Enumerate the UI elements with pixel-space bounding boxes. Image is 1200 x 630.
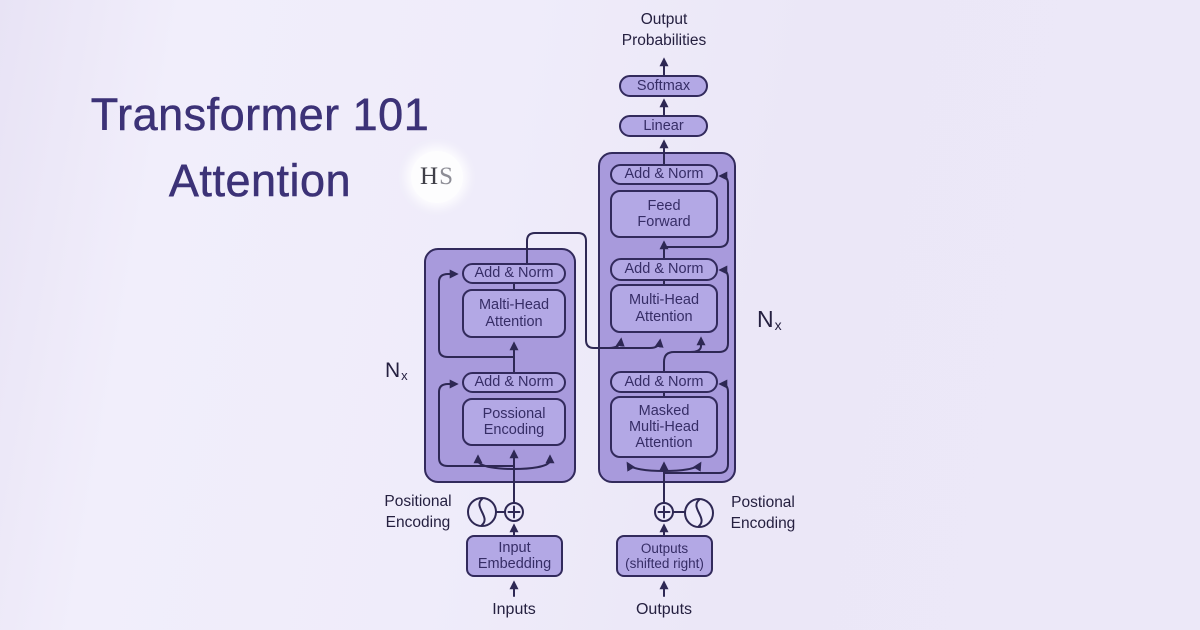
plus-icon — [657, 505, 671, 519]
input-embedding-label: Input Embedding — [477, 539, 552, 572]
positional-encoding-left-label: Positional Encoding — [384, 493, 452, 531]
multi-head-attention-label: Multi-Head Attention — [628, 292, 700, 325]
sine-wave-icon — [695, 499, 703, 527]
hs-logo: H S — [411, 151, 463, 203]
possional-encoding-label: Possional Encoding — [482, 405, 546, 438]
title-line-2: Attention — [168, 155, 352, 207]
outputs-label: Outputs — [635, 601, 693, 618]
decoder-masked-multi-head-attention: Masked Multi-Head Attention — [610, 396, 718, 458]
n-letter: N — [385, 359, 401, 382]
input-embedding-box: Input Embedding — [466, 535, 563, 577]
malti-head-attention-label: Malti-Head Attention — [478, 297, 550, 330]
nx-label-encoder: Nx — [385, 359, 408, 383]
decoder-feed-forward: Feed Forward — [610, 190, 718, 238]
encoder-malti-head-attention: Malti-Head Attention — [462, 289, 566, 338]
nx-label-decoder: Nx — [757, 306, 782, 333]
linear-box: Linear — [619, 115, 708, 137]
encoder-add-norm-top: Add & Norm — [462, 263, 566, 284]
plus-icon — [507, 505, 521, 519]
positional-encoding-symbol-left — [467, 497, 524, 527]
encoder-add-norm-bottom: Add & Norm — [462, 372, 566, 393]
decoder-multi-head-attention: Multi-Head Attention — [610, 284, 718, 333]
encoder-possional-encoding: Possional Encoding — [462, 398, 566, 446]
sine-wave-icon — [478, 498, 486, 526]
plus-circle-icon — [654, 502, 674, 522]
sine-circle-icon — [684, 498, 714, 528]
plus-circle-icon — [504, 502, 524, 522]
n-subscript: x — [401, 368, 408, 383]
masked-multi-head-attention-label: Masked Multi-Head Attention — [628, 402, 700, 452]
feed-forward-label: Feed Forward — [637, 197, 691, 230]
postional-encoding-right-label: Postional Encoding — [730, 494, 796, 532]
positional-encoding-symbol-right — [654, 498, 714, 528]
outputs-shifted-right-label: Outputs (shifted right) — [625, 540, 704, 571]
outputs-shifted-right-box: Outputs (shifted right) — [616, 535, 713, 577]
decoder-add-norm-bottom: Add & Norm — [610, 371, 718, 393]
logo-letter-h: H — [420, 163, 440, 190]
inputs-label: Inputs — [492, 601, 536, 618]
softmax-box: Softmax — [619, 75, 708, 97]
decoder-add-norm-mid: Add & Norm — [610, 258, 718, 281]
title-line-1: Transformer 101 — [90, 89, 430, 141]
n-letter: N — [757, 306, 774, 332]
output-probabilities-label: Output Probabilities — [621, 11, 707, 49]
decoder-add-norm-top: Add & Norm — [610, 164, 718, 185]
logo-letter-s: S — [439, 163, 454, 190]
sine-circle-icon — [467, 497, 497, 527]
page-title: Transformer 101 Attention — [50, 82, 470, 214]
n-subscript: x — [774, 317, 782, 333]
